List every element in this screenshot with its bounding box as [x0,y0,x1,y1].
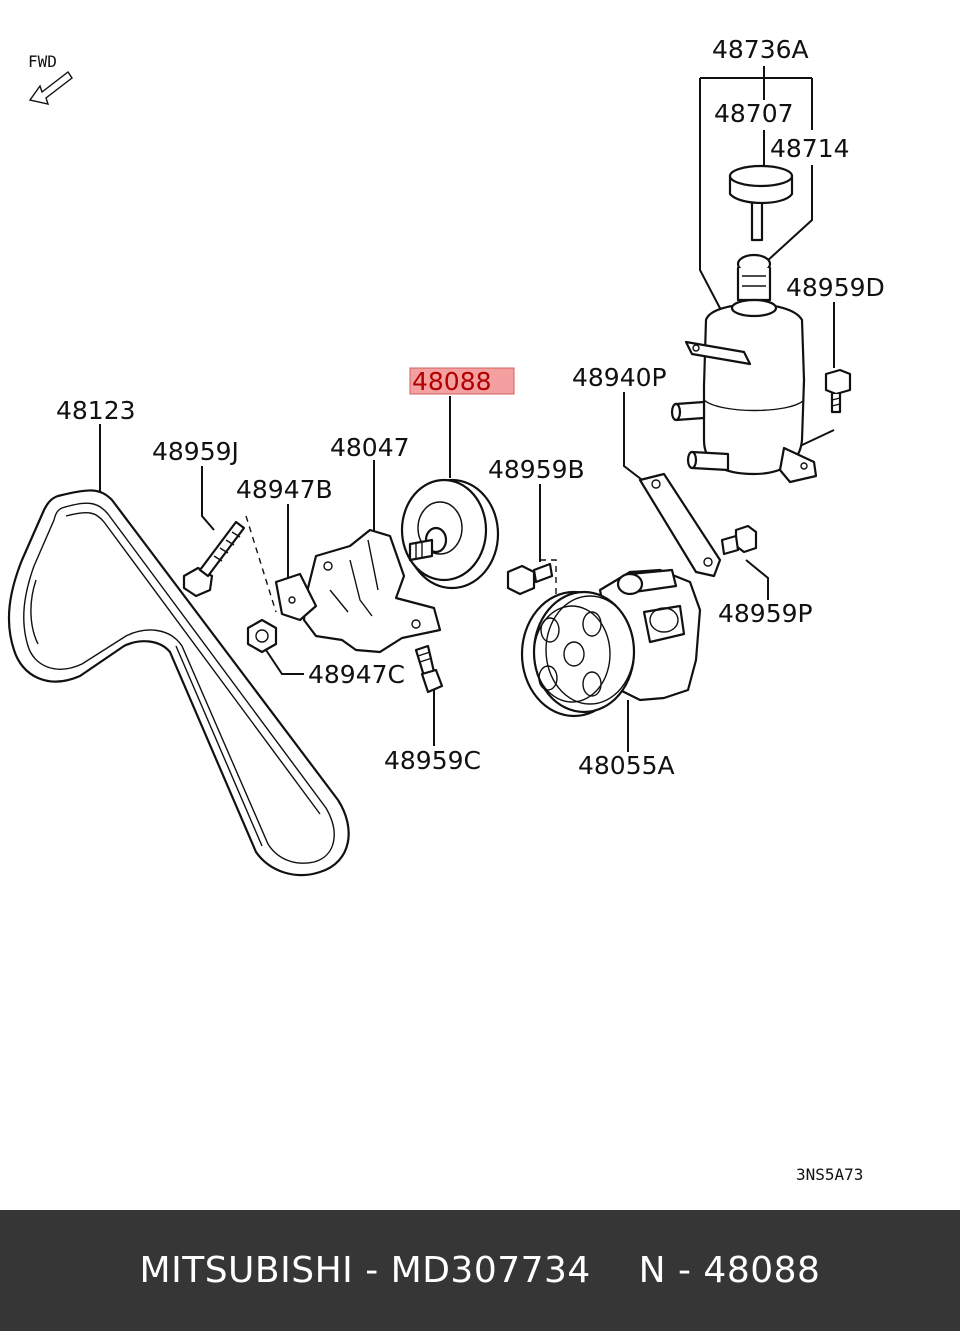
label-48959B: 48959B [488,455,585,484]
v-belt [7,489,350,877]
label-48055A: 48055A [578,751,675,780]
idler-pulley [400,478,500,590]
label-48047: 48047 [330,433,410,462]
label-48707: 48707 [714,99,794,128]
label-48959J: 48959J [152,437,239,466]
plate-48947B [274,572,318,622]
label-48947C: 48947C [308,660,405,689]
label-48714: 48714 [770,134,850,163]
stay-bracket [638,472,722,578]
power-steering-pump [520,568,702,718]
parts-diagram: FWD [7,35,885,1184]
tensioner-bracket [302,528,442,654]
label-48959D: 48959D [786,273,885,302]
bolt-48959J-icon [182,520,246,598]
nut-48947C-icon [246,618,278,654]
highlight-box [409,367,515,395]
reservoir-tank [670,164,818,484]
label-48959C: 48959C [384,746,481,775]
fwd-label: FWD [28,52,57,71]
label-48088: 48088 [412,367,492,396]
label-48736A: 48736A [712,35,809,64]
footer-bar: MITSUBISHI - MD307734 N - 48088 [0,1210,960,1331]
leader-lines [99,66,835,752]
forward-arrow-icon: FWD [28,52,73,105]
part-number-caption: MITSUBISHI - MD307734 N - 48088 [139,1250,821,1291]
label-48947B: 48947B [236,475,333,504]
label-48959P: 48959P [718,599,813,628]
bolt-48959D-icon [824,368,852,414]
bolt-48959C-icon [414,644,444,694]
bolt-48959P-icon [720,524,758,556]
label-48123: 48123 [56,396,136,425]
drawing-code: 3NS5A73 [796,1165,863,1184]
bolt-48959B-icon [506,562,554,596]
label-48940P: 48940P [572,363,667,392]
